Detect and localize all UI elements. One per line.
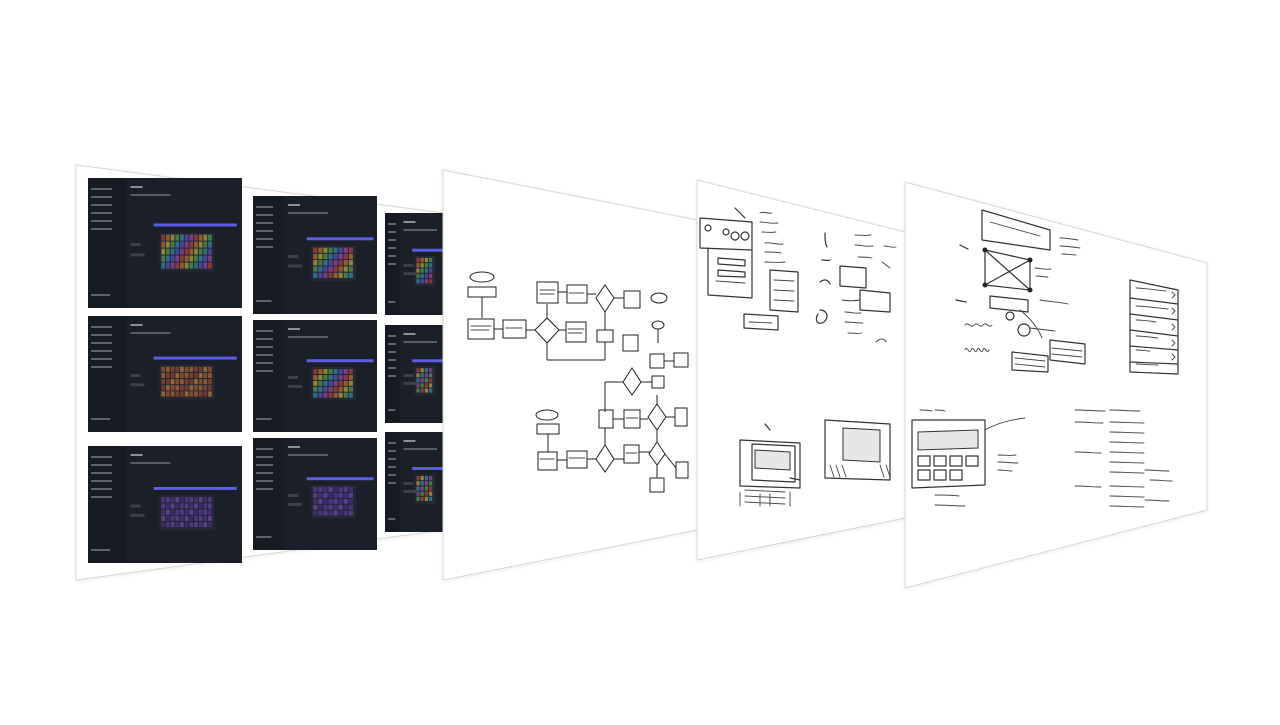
wireframe-sketches-sheet — [697, 180, 905, 560]
ui-screenshot — [88, 316, 242, 432]
ui-screenshot — [253, 438, 377, 550]
ui-screenshot — [253, 320, 377, 432]
ui-screenshot — [88, 446, 242, 563]
flowchart-sheet — [443, 170, 697, 580]
property-panel-sketch-sheet — [905, 182, 1207, 588]
app-screenshots-grid — [76, 165, 444, 580]
ui-screenshot — [253, 196, 377, 314]
ui-screenshot — [385, 325, 444, 423]
ui-screenshot — [385, 213, 444, 315]
ui-screenshot — [88, 178, 242, 308]
ui-screenshot — [385, 432, 444, 532]
